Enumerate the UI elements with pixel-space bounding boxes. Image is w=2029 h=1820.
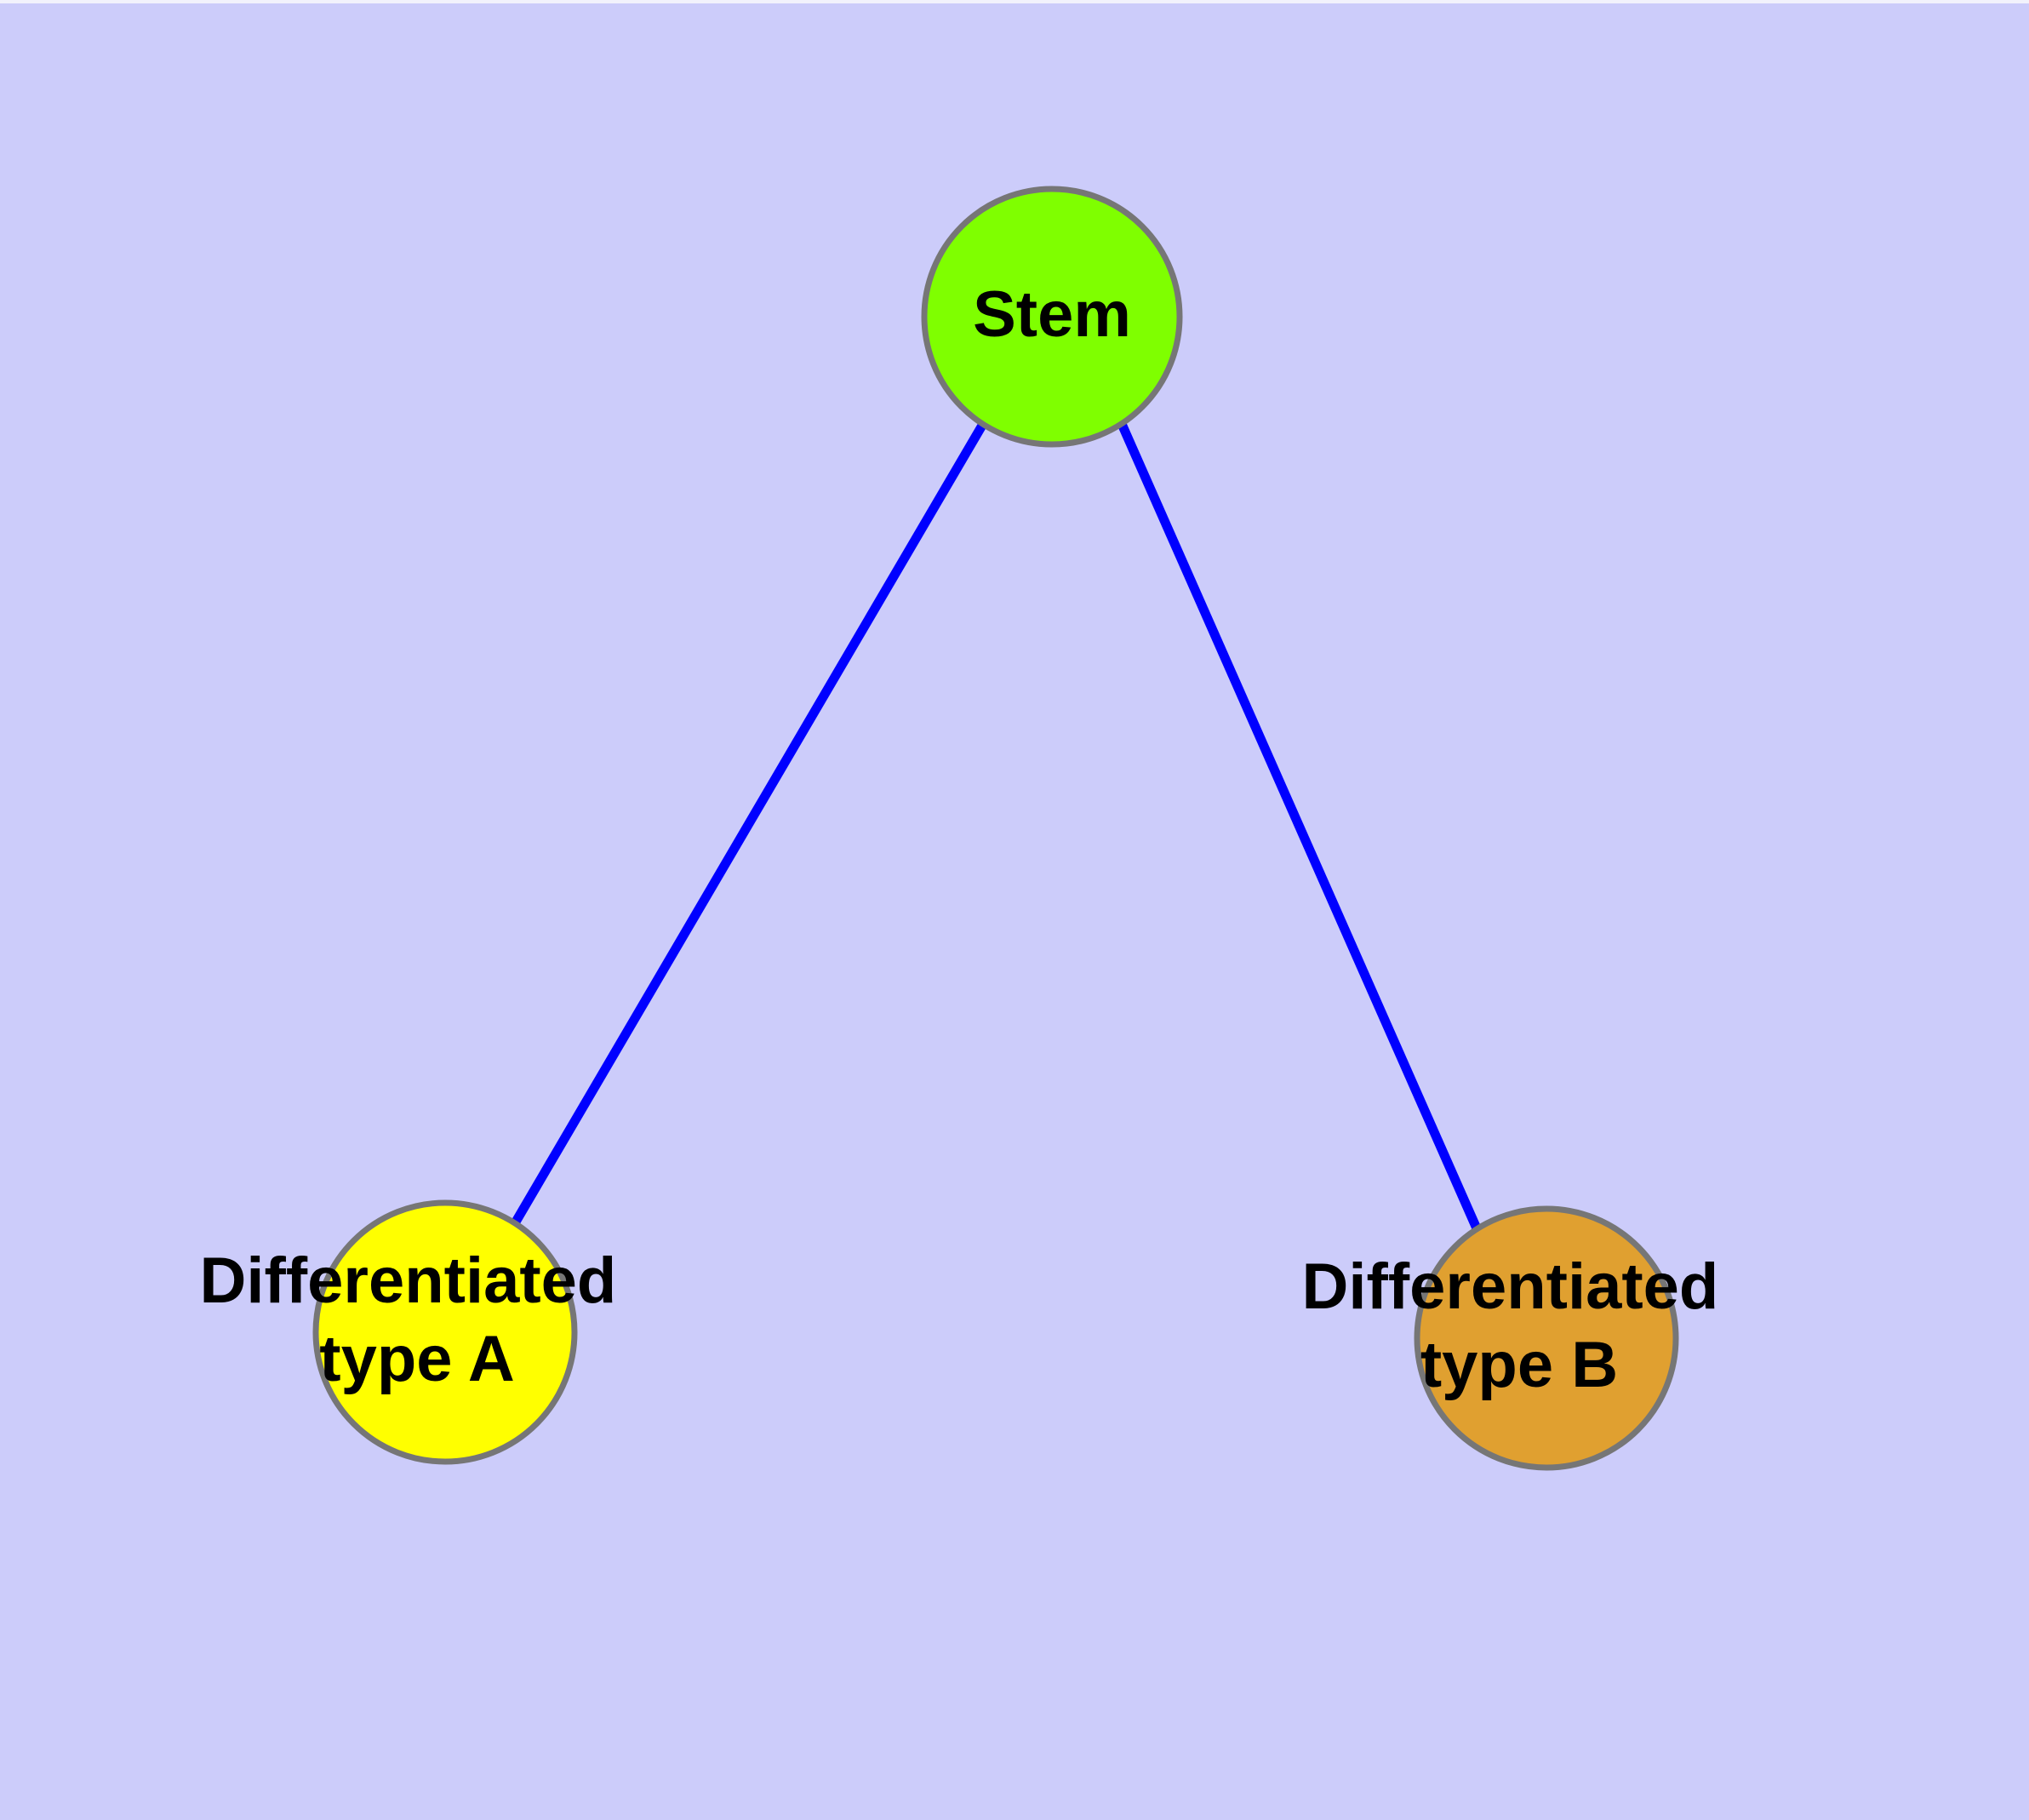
node-stem-label: Stem <box>973 278 1131 351</box>
node-diff-a[interactable]: Differentiated type A <box>200 1199 635 1465</box>
node-diff-b-circle[interactable] <box>1414 1205 1679 1471</box>
node-stem-circle[interactable] <box>921 186 1183 448</box>
node-stem[interactable]: Stem <box>921 186 1183 448</box>
edge-stem-to-diff-a[interactable] <box>511 421 987 1226</box>
node-diff-a-label-line-2: type A <box>319 1323 514 1395</box>
node-diff-a-label-line-1: Differentiated <box>200 1245 617 1317</box>
edge-group <box>511 421 1482 1231</box>
node-diff-b-label: Differentiated type B <box>1302 1251 1737 1401</box>
node-diff-b-label-line-2: type B <box>1420 1329 1618 1401</box>
node-group: Stem Differentiated type A Differentiate… <box>200 186 1737 1471</box>
node-diff-b-label-line-1: Differentiated <box>1302 1251 1719 1323</box>
node-diff-b[interactable]: Differentiated type B <box>1302 1205 1737 1471</box>
edge-stem-to-diff-b[interactable] <box>1117 421 1482 1231</box>
node-diff-a-label: Differentiated type A <box>200 1245 635 1395</box>
top-margin-strip <box>0 0 2029 3</box>
node-diff-a-circle[interactable] <box>312 1199 578 1465</box>
